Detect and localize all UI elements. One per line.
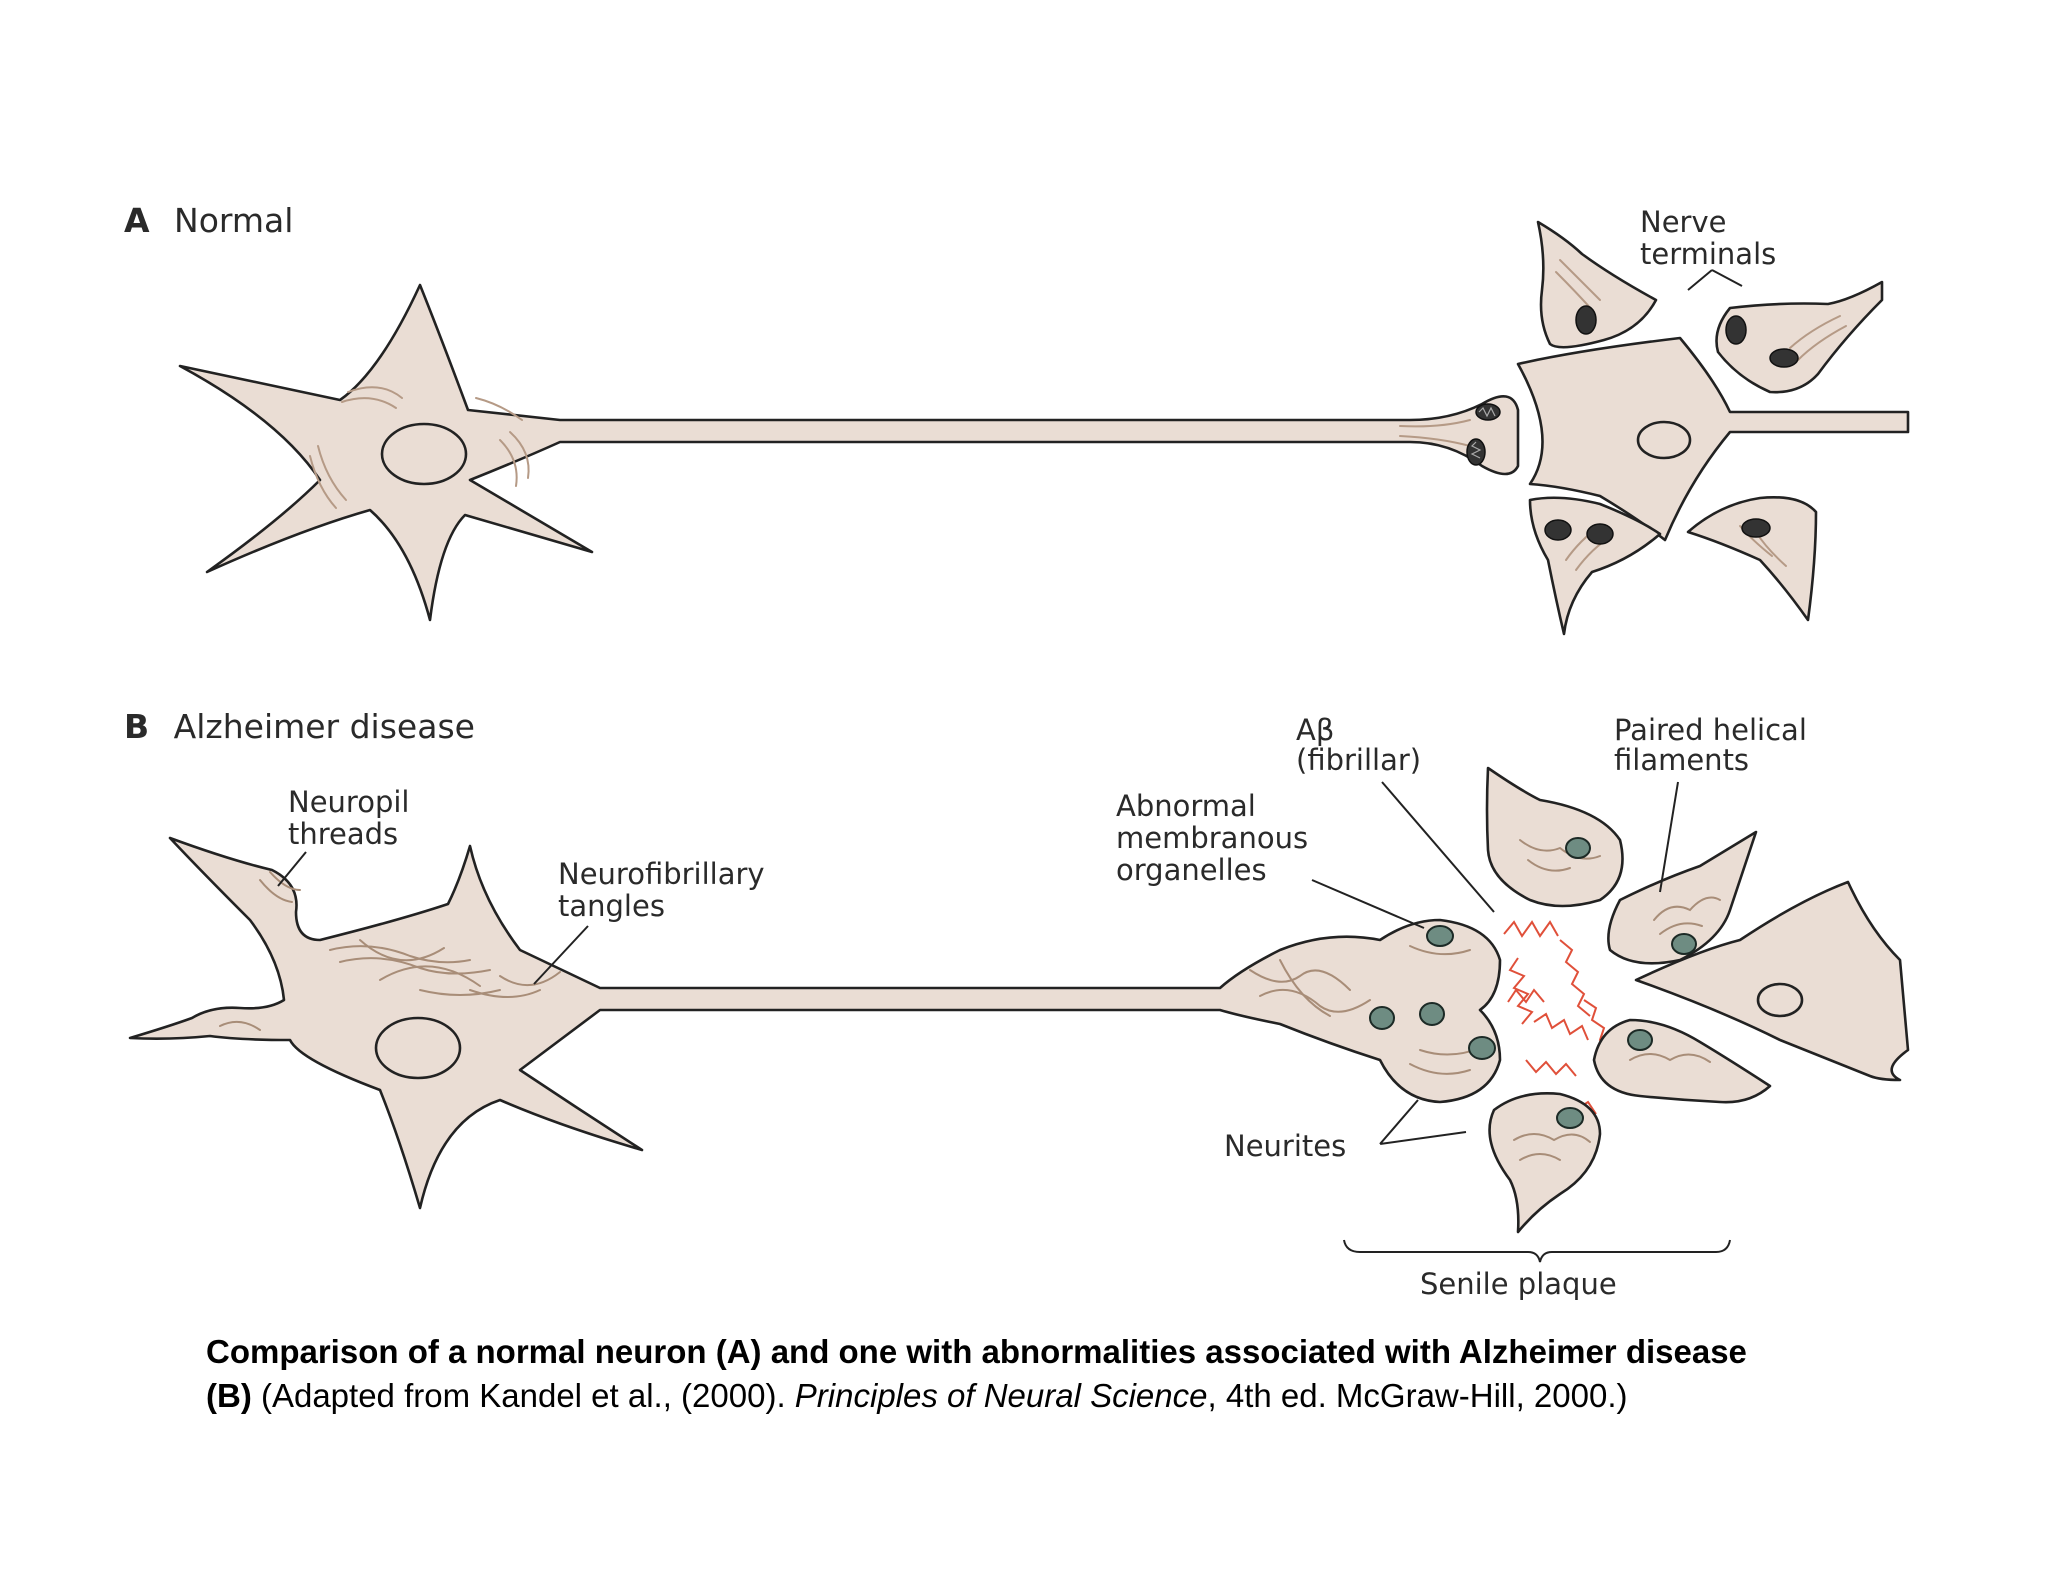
neurite-bottom-right <box>1592 1018 1772 1104</box>
svg-text:B Alzheimer disease: B Alzheimer disease <box>124 707 475 746</box>
normal-cytoskeleton-fibrils <box>309 386 1471 509</box>
leader-abnormal-organelles <box>1311 879 1425 929</box>
leader-abeta <box>1381 781 1495 913</box>
nerve-terminal-4 <box>1686 496 1818 622</box>
caption-plain-2: , 4th ed. McGraw-Hill, 2000.) <box>1207 1377 1628 1414</box>
leader-nerve-terminals <box>1687 269 1743 291</box>
panel-a-letter: A <box>124 201 150 240</box>
panel-a-title: Normal <box>174 201 293 240</box>
panel-a: A Normal <box>124 201 1910 636</box>
leader-neuropil-threads <box>277 851 307 887</box>
neighbouring-neuron <box>1634 880 1910 1082</box>
diseased-nucleus <box>374 1016 462 1080</box>
neurite-organelles <box>1556 837 1697 1129</box>
neurite-bottom <box>1488 1092 1602 1234</box>
target-neuron <box>1516 336 1910 542</box>
neurite-top-right <box>1607 830 1758 965</box>
panel-b-title: Alzheimer disease <box>174 707 475 746</box>
caption-bold-line: Comparison of a normal neuron (A) and on… <box>206 1333 1747 1370</box>
nerve-terminal-1 <box>1536 220 1658 349</box>
leader-neurofibrillary-tangles <box>533 925 589 985</box>
target-nucleus <box>1636 420 1692 460</box>
normal-nucleus <box>380 422 468 486</box>
normal-neuron-body <box>178 283 1520 622</box>
label-neurites: Neurites <box>1224 1129 1346 1163</box>
label-neurofibrillary-tangles: Neurofibrillary tangles <box>558 857 774 923</box>
leader-neurites <box>1379 1099 1467 1145</box>
label-senile-plaque: Senile plaque <box>1420 1267 1617 1301</box>
diseased-neuron-body <box>128 836 1502 1210</box>
figure-caption: Comparison of a normal neuron (A) and on… <box>206 1330 1966 1418</box>
caption-bold-start: (B) <box>206 1377 252 1414</box>
label-abnormal-organelles: Abnormal membranous organelles <box>1116 789 1317 887</box>
axon-terminal-mitochondria <box>1466 403 1501 466</box>
panel-b: B Alzheimer disease <box>124 707 1910 1301</box>
neighbouring-nucleus <box>1756 982 1804 1018</box>
label-paired-helical-filaments: Paired helical filaments <box>1614 713 1816 777</box>
svg-text:A Normal: A Normal <box>124 201 293 240</box>
plaque-neurites <box>1485 766 1772 1234</box>
nerve-terminals <box>1528 220 1884 636</box>
amyloid-fibrils <box>1503 920 1613 1115</box>
terminal-mitochondria <box>1544 305 1799 545</box>
leader-paired-helical-filaments <box>1659 781 1679 893</box>
label-neuropil-threads: Neuropil threads <box>288 785 419 851</box>
neurite-top <box>1485 766 1624 908</box>
caption-plain-1: (Adapted from Kandel et al., (2000). <box>251 1377 795 1414</box>
label-abeta: Aβ (fibrillar) <box>1296 713 1421 777</box>
nerve-terminal-2 <box>1715 280 1884 394</box>
neurite-helical-filaments <box>1513 839 1721 1161</box>
panel-b-letter: B <box>124 707 149 746</box>
dystrophic-organelles <box>1369 925 1496 1060</box>
neurofibrillary-tangles <box>219 871 561 1031</box>
caption-book-title: Principles of Neural Science <box>794 1377 1208 1414</box>
senile-plaque-brace <box>1343 1239 1731 1263</box>
label-nerve-terminals: Nerve terminals <box>1640 205 1776 271</box>
